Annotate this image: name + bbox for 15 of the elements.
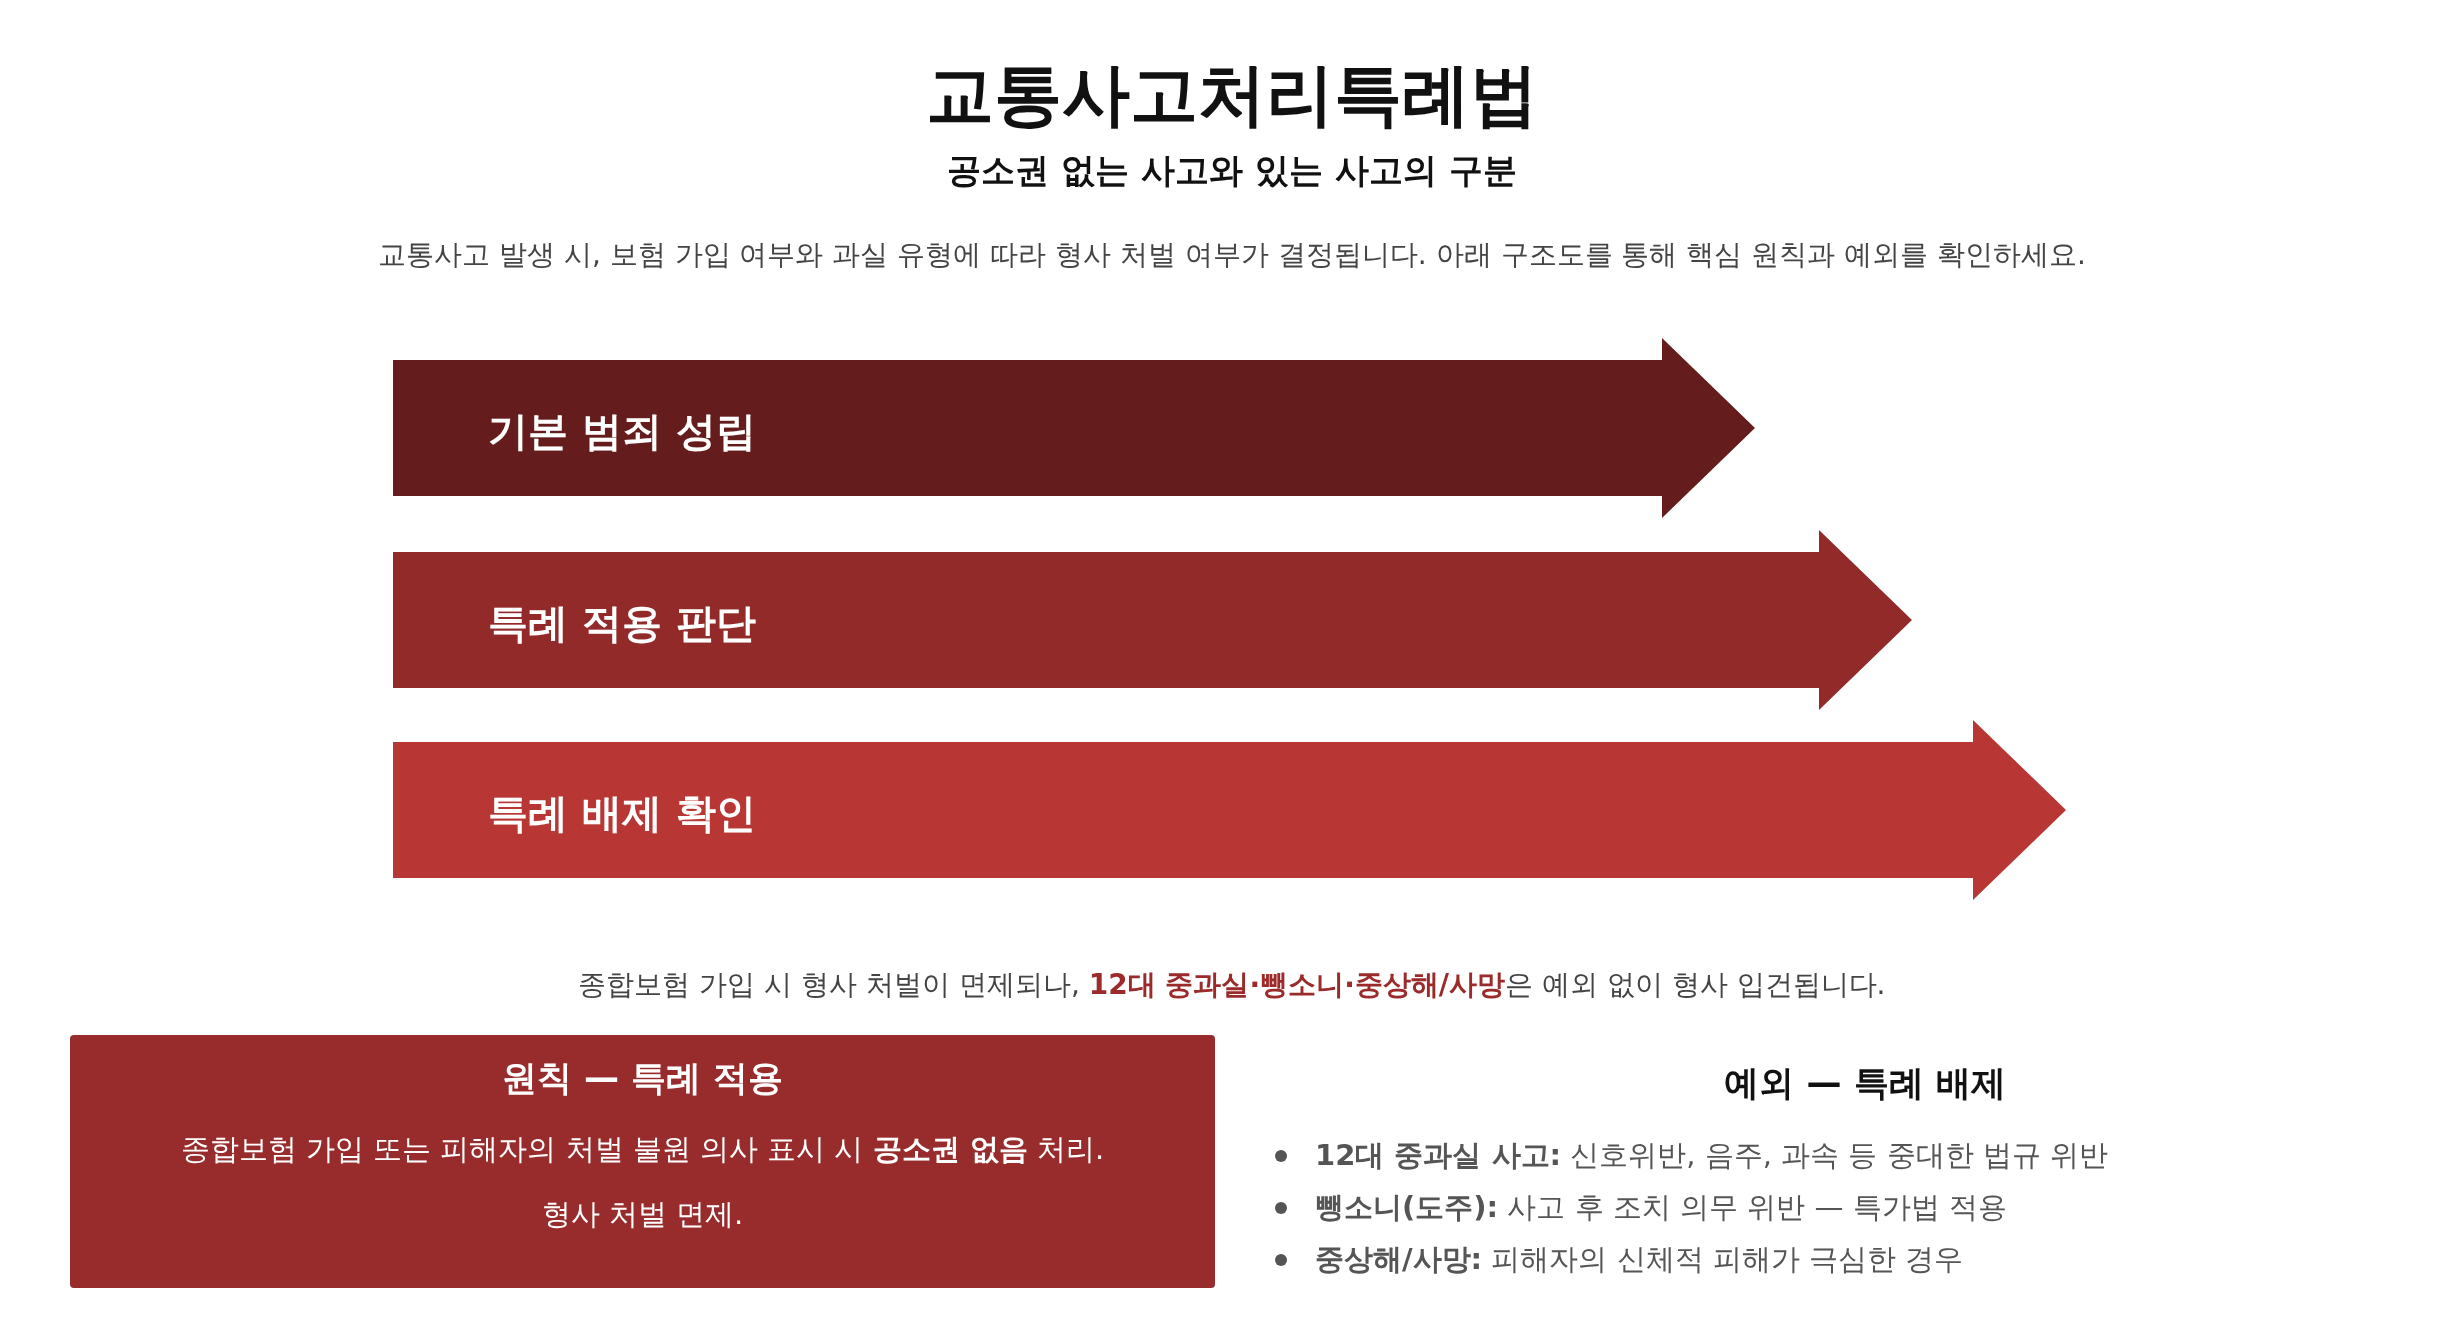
principle-panel [70,1035,1215,1288]
intro-text: 교통사고 발생 시, 보험 가입 여부와 과실 유형에 따라 형사 처벌 여부가 결정됩니다. 아래 구조도를 통해 핵심 원칙과 예외를 확인하세요. [377,237,2087,273]
panel-text: 종합보험 가입 또는 피해자의 처벌 불원 의사 표시 시 공소권 없음 처리. [179,1131,1106,1168]
title: 교통사고처리특례법 [925,54,1539,136]
subtitle: 공소권 없는 사고와 있는 사고의 구분 [946,149,1518,192]
note-text: 종합보험 가입 시 형사 처벌이 면제되나, 12대 중과실·뺑소니·중상해/사망은 예외 없이 형사 입건됩니다. [577,967,1887,1003]
bullet-item: 12대 중과실 사고: 신호위반, 음주, 과속 등 중대한 법규 위반 [1315,1137,2109,1174]
panel-text: 형사 처벌 면제. [540,1196,745,1233]
arrow-label: 특례 적용 판단 [488,599,756,648]
bullet-item: 중상해/사망: 피해자의 신체적 피해가 극심한 경우 [1315,1241,1964,1278]
panel-heading: 원칙 — 특례 적용 [500,1057,785,1100]
arrow-label: 기본 범죄 성립 [488,407,756,456]
bullet-item: 뺑소니(도주): 사고 후 조치 의무 위반 — 특가법 적용 [1315,1189,2007,1226]
exception-heading: 예외 — 특례 배제 [1723,1062,2007,1105]
arrow-label: 특례 배제 확인 [488,789,756,838]
